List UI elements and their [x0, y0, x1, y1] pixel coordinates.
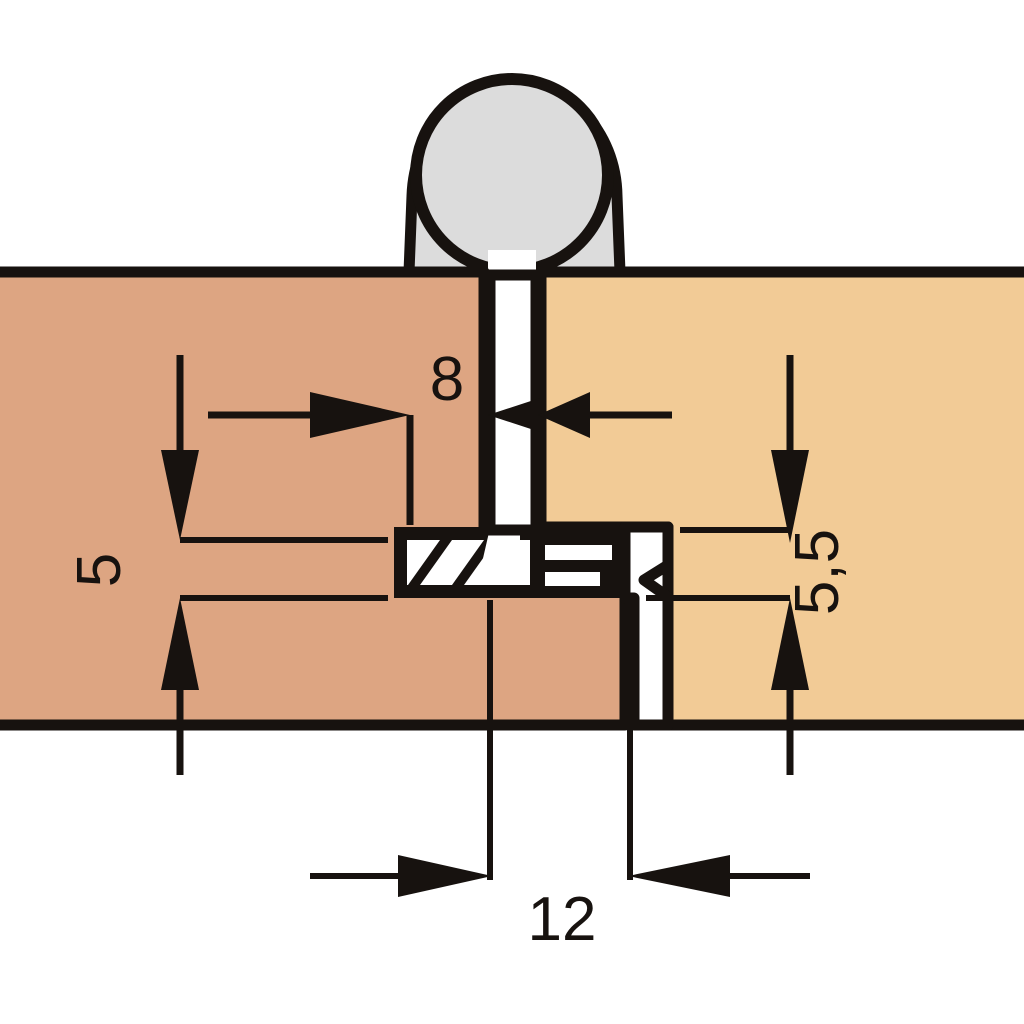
hinge-neck-gap — [484, 269, 542, 536]
dimension-5-upper-arrowhead — [161, 450, 199, 540]
dimension-5-label: 5 — [65, 553, 134, 587]
dimension-5-5-label: 5,5 — [783, 529, 852, 615]
dimension-8-left-arrowhead — [310, 392, 410, 438]
hinge-mounting-step — [619, 521, 674, 731]
hinge-arm-base-notch — [488, 250, 536, 275]
dimension-8-gap-arrow-right — [538, 392, 590, 438]
dimension-12-label: 12 — [528, 885, 597, 954]
hinge-void-5 — [545, 572, 600, 586]
dimension-5-5-lower-arrowhead — [771, 598, 809, 690]
hinge-linkage-void — [478, 528, 520, 580]
dimension-12-right-arrowhead — [628, 855, 730, 897]
dimension-5-group: 5 — [65, 355, 388, 775]
dimension-8-gap-arrow-left — [488, 398, 540, 432]
dimension-5-lower-arrowhead — [161, 598, 199, 690]
dimension-5-5-group: 5,5 — [646, 355, 852, 775]
hinge-void-2 — [420, 540, 484, 585]
dimension-8-label: 8 — [430, 345, 464, 414]
dimension-12-group: 12 — [310, 600, 810, 954]
dimension-12-left-arrowhead — [398, 855, 492, 897]
hinge-arm-group — [403, 73, 626, 278]
dimension-8-group: 8 — [208, 345, 672, 525]
hinge-mechanism-group — [394, 269, 674, 731]
hinge-void-1 — [407, 540, 440, 585]
dimension-5-5-upper-arrowhead — [771, 450, 809, 543]
hinge-void-4 — [545, 545, 612, 560]
hinge-knuckle-circle — [410, 73, 614, 277]
